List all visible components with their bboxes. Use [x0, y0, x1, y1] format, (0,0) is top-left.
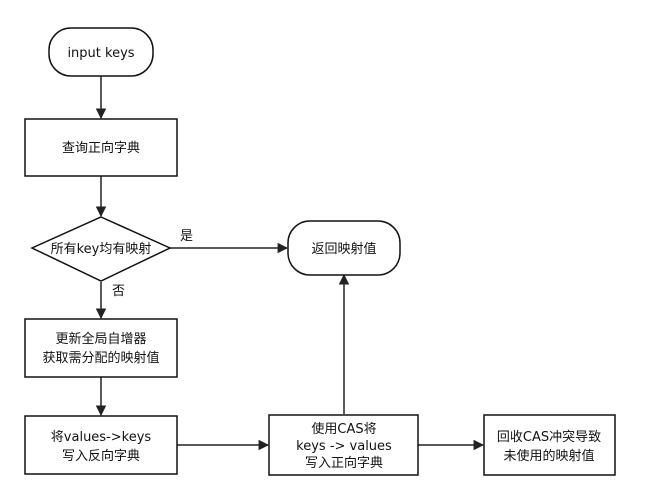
node-reclaim-unused-line-2: 未使用的映射值	[503, 448, 594, 464]
node-return-mapping-line-1: 返回映射值	[311, 241, 376, 257]
node-write-reverse-dict-line-1: 将values->keys	[51, 430, 152, 445]
node-input-keys-line-1: input keys	[67, 46, 134, 61]
node-write-reverse-dict-line-2: 写入反向字典	[62, 448, 140, 464]
node-query-forward-dict: 查询正向字典	[24, 118, 178, 177]
node-return-mapping: 返回映射值	[287, 220, 401, 276]
edge-label-no: 否	[112, 284, 125, 299]
edges	[95, 76, 485, 451]
node-cas-write-forward-line-2: keys -> values	[296, 439, 392, 454]
edge-label-yes: 是	[180, 229, 193, 244]
node-input-keys: input keys	[48, 27, 154, 77]
node-query-forward-dict-line-1: 查询正向字典	[62, 140, 140, 156]
node-all-keys-mapped-line-1: 所有key均有映射	[51, 241, 152, 257]
node-reclaim-unused: 回收CAS冲突导致 未使用的映射值	[483, 414, 616, 476]
node-all-keys-mapped-decision: 所有key均有映射	[30, 216, 172, 282]
node-cas-write-forward-line-1: 使用CAS将	[311, 421, 376, 437]
node-update-global-counter: 更新全局自增器 获取需分配的映射值	[24, 318, 178, 378]
node-update-global-counter-line-2: 获取需分配的映射值	[42, 350, 159, 366]
node-cas-write-forward: 使用CAS将 keys -> values 写入正向字典	[268, 414, 419, 476]
node-cas-write-forward-line-3: 写入正向字典	[305, 455, 383, 471]
node-reclaim-unused-line-1: 回收CAS冲突导致	[497, 429, 601, 445]
node-write-reverse-dict: 将values->keys 写入反向字典	[24, 415, 178, 475]
node-update-global-counter-line-1: 更新全局自增器	[55, 331, 146, 347]
